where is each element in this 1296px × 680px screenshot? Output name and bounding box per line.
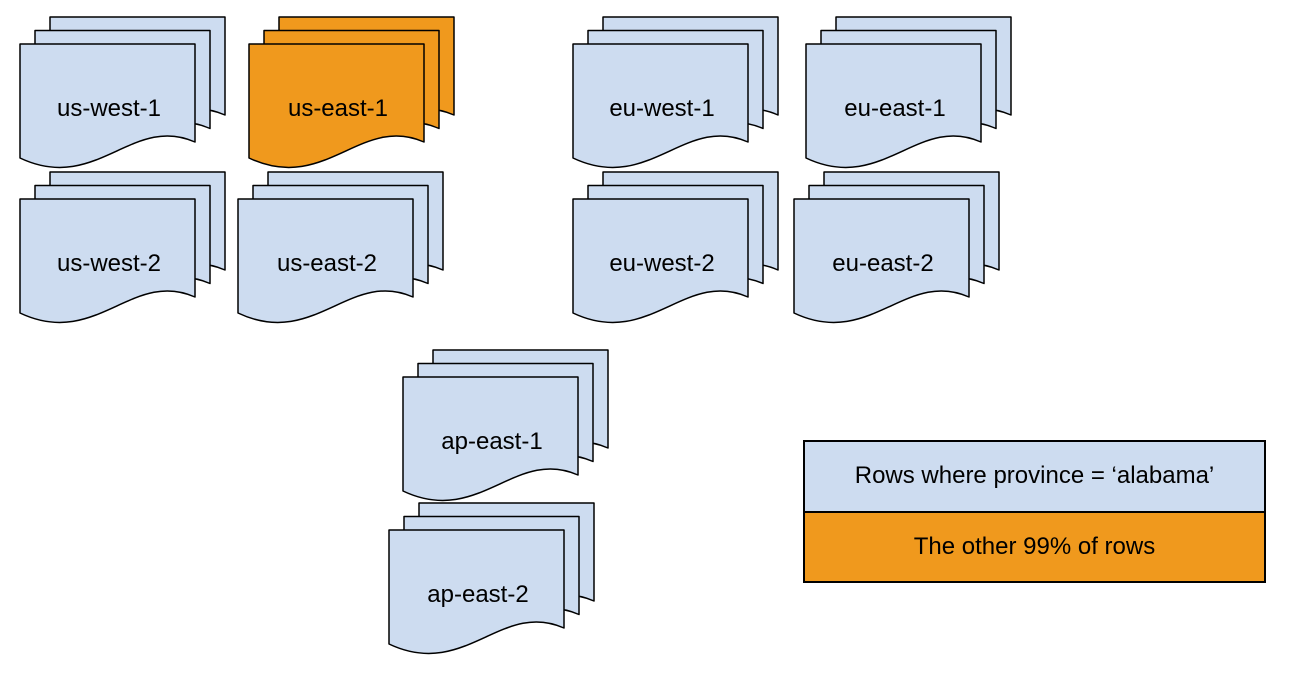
document-page-front-icon bbox=[237, 198, 414, 324]
document-stack-icon: eu-east-1 bbox=[805, 16, 1012, 169]
document-stack-icon: ap-east-1 bbox=[402, 349, 609, 502]
document-page-front-icon bbox=[572, 43, 749, 169]
document-page-front-icon bbox=[805, 43, 982, 169]
doc-stack-ap-east-1: ap-east-1 bbox=[402, 349, 609, 507]
region-label: eu-west-1 bbox=[609, 95, 714, 122]
document-stack-icon: eu-west-1 bbox=[572, 16, 779, 169]
document-page-front-icon bbox=[402, 376, 579, 502]
document-page-front-icon bbox=[793, 198, 970, 324]
doc-stack-us-west-1: us-west-1 bbox=[19, 16, 226, 174]
doc-stack-ap-east-2: ap-east-2 bbox=[388, 502, 595, 660]
doc-stack-eu-west-2: eu-west-2 bbox=[572, 171, 779, 329]
document-stack-icon: eu-west-2 bbox=[572, 171, 779, 324]
document-stack-icon: eu-east-2 bbox=[793, 171, 1000, 324]
doc-stack-us-west-2: us-west-2 bbox=[19, 171, 226, 329]
document-stack-icon: us-west-1 bbox=[19, 16, 226, 169]
region-label: us-east-2 bbox=[277, 250, 377, 277]
region-label: ap-east-2 bbox=[427, 581, 528, 608]
doc-stack-eu-east-2: eu-east-2 bbox=[793, 171, 1000, 329]
region-label: eu-east-2 bbox=[832, 250, 933, 277]
legend-item-alabama-rows: Rows where province = ‘alabama’ bbox=[805, 442, 1264, 511]
doc-stack-us-east-2: us-east-2 bbox=[237, 171, 444, 329]
document-page-front-icon bbox=[572, 198, 749, 324]
region-label: us-east-1 bbox=[288, 95, 388, 122]
doc-stack-eu-west-1: eu-west-1 bbox=[572, 16, 779, 174]
legend-item-alabama-rows-label: Rows where province = ‘alabama’ bbox=[854, 462, 1215, 490]
region-label: eu-west-2 bbox=[609, 250, 714, 277]
document-page-front-icon bbox=[19, 198, 196, 324]
document-stack-icon: ap-east-2 bbox=[388, 502, 595, 655]
document-page-front-icon bbox=[19, 43, 196, 169]
region-label: us-west-1 bbox=[57, 95, 161, 122]
legend-item-other-rows: The other 99% of rows bbox=[805, 510, 1264, 581]
region-label: us-west-2 bbox=[57, 250, 161, 277]
document-stack-icon: us-west-2 bbox=[19, 171, 226, 324]
document-stack-icon: us-east-1 bbox=[248, 16, 455, 169]
document-stack-icon: us-east-2 bbox=[237, 171, 444, 324]
region-label: eu-east-1 bbox=[844, 95, 945, 122]
doc-stack-eu-east-1: eu-east-1 bbox=[805, 16, 1012, 174]
legend-item-other-rows-label: The other 99% of rows bbox=[913, 532, 1156, 560]
document-page-front-icon bbox=[248, 43, 425, 169]
region-label: ap-east-1 bbox=[441, 428, 542, 455]
legend: Rows where province = ‘alabama’ The othe… bbox=[803, 440, 1266, 583]
document-page-front-icon bbox=[388, 529, 565, 655]
doc-stack-us-east-1: us-east-1 bbox=[248, 16, 455, 174]
